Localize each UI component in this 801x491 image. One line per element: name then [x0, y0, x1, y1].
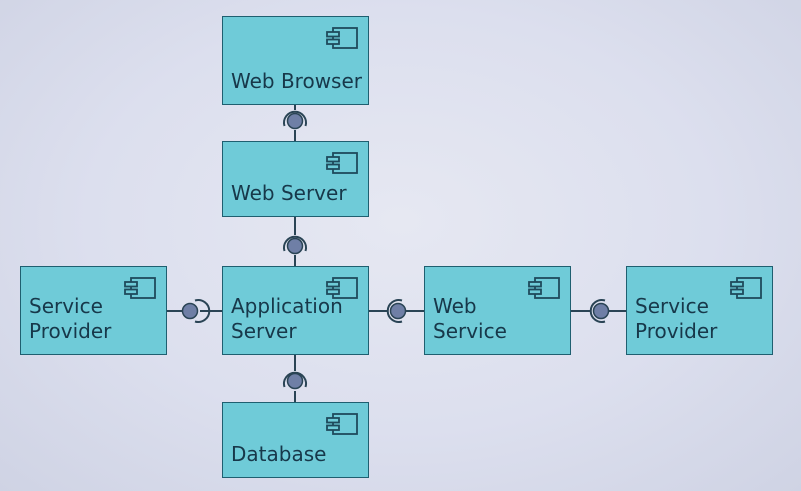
interface-webservice-provider — [570, 299, 627, 323]
interface-appserver-webservice — [368, 299, 425, 323]
component-label: Service Provider — [29, 294, 112, 343]
uml-component-icon — [326, 27, 358, 49]
interface-appserver-database — [283, 354, 307, 402]
component-service-provider-right[interactable]: Service Provider — [626, 266, 773, 355]
component-label: Web Service — [433, 294, 507, 343]
component-label: Database — [231, 442, 327, 466]
uml-component-icon — [326, 413, 358, 435]
component-application-server[interactable]: Application Server — [222, 266, 369, 355]
component-web-browser[interactable]: Web Browser — [222, 16, 369, 105]
component-label: Application Server — [231, 294, 343, 343]
uml-component-icon — [326, 277, 358, 299]
component-label: Web Server — [231, 181, 347, 205]
interface-provider-appserver — [166, 299, 222, 323]
component-web-server[interactable]: Web Server — [222, 141, 369, 217]
component-web-service[interactable]: Web Service — [424, 266, 571, 355]
component-label: Service Provider — [635, 294, 718, 343]
uml-component-icon — [730, 277, 762, 299]
uml-component-icon — [124, 277, 156, 299]
interface-browser-webserver — [283, 92, 307, 141]
interface-webserver-appserver — [283, 217, 307, 266]
uml-component-icon — [528, 277, 560, 299]
uml-component-icon — [326, 152, 358, 174]
component-label: Web Browser — [231, 69, 363, 93]
component-database[interactable]: Database — [222, 402, 369, 478]
component-service-provider-left[interactable]: Service Provider — [20, 266, 167, 355]
